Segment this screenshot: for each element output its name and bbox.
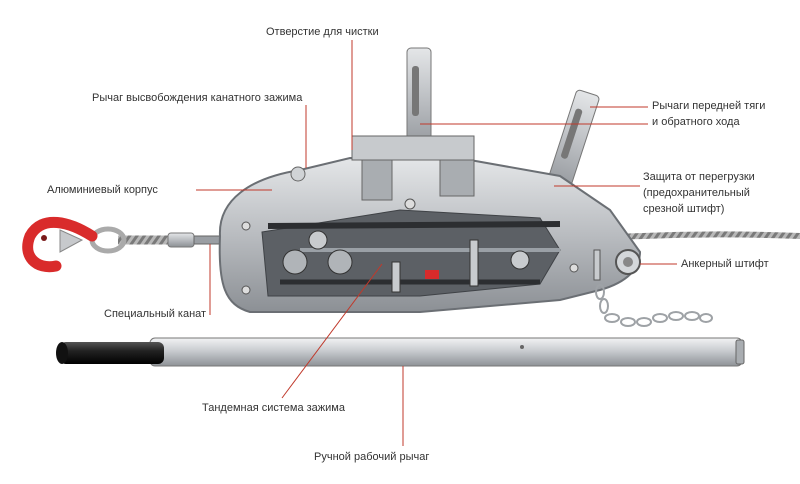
rope-connector [193, 235, 221, 245]
label-overload-line3: срезной штифт) [643, 203, 725, 215]
label-manual-lever: Ручной рабочий рычаг [314, 451, 430, 463]
red-hook [22, 216, 127, 273]
clamp-roller-1 [282, 249, 308, 275]
release-knob [290, 166, 306, 182]
label-special-rope: Специальный канат [104, 308, 207, 320]
label-overload-line1: Защита от перегрузки [643, 171, 755, 183]
label-overload-line2: (предохранительный [643, 187, 750, 199]
label-aluminium-body: Алюминиевый корпус [47, 184, 158, 196]
lever-grip [60, 342, 164, 364]
label-levers-line1: Рычаги передней тяги [652, 100, 766, 112]
clamp-roller-2 [327, 249, 353, 275]
label-tandem-system: Тандемная система зажима [202, 402, 345, 414]
label-anchor-pin: Анкерный штифт [681, 258, 769, 270]
shear-pin-red [425, 270, 439, 279]
leader-tandem-system [281, 263, 383, 399]
label-release-lever: Рычаг высвобождения канатного зажима [92, 92, 303, 104]
internal-mechanism [261, 209, 561, 297]
label-cleaning-hole: Отверстие для чистки [266, 26, 379, 38]
rope-ferrule [167, 232, 195, 248]
leader-lines [196, 40, 677, 446]
safety-chain [595, 284, 713, 327]
manual-operating-lever [56, 337, 745, 367]
label-levers-line2: и обратного хода [652, 116, 740, 128]
top-clamp-plate [351, 135, 475, 161]
